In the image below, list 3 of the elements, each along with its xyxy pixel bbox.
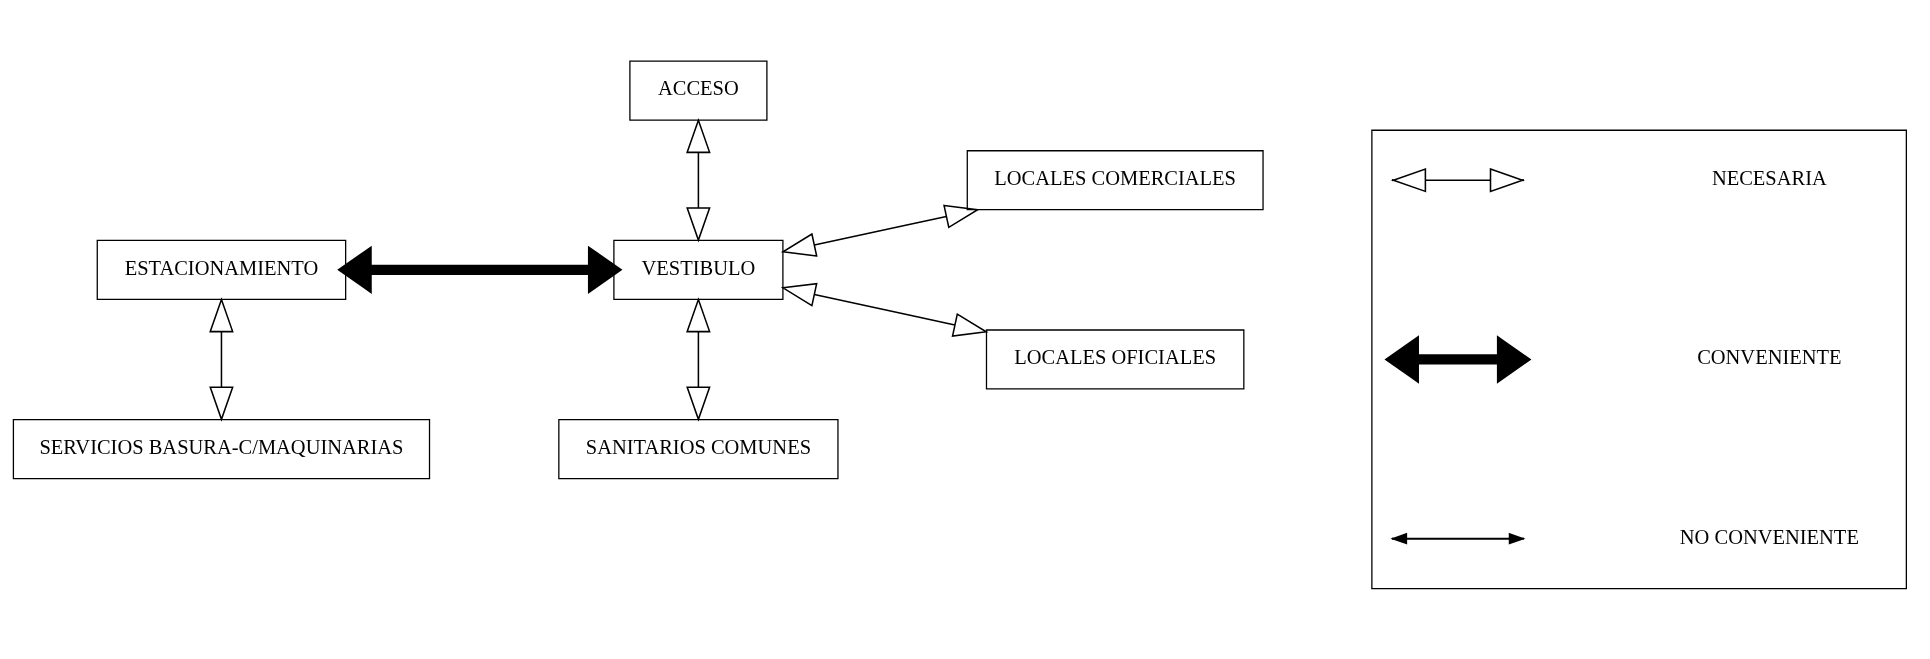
legend-label: CONVENIENTE bbox=[1697, 345, 1842, 368]
legend-label: NECESARIA bbox=[1711, 166, 1827, 189]
legend-label: NO CONVENIENTE bbox=[1679, 525, 1859, 548]
